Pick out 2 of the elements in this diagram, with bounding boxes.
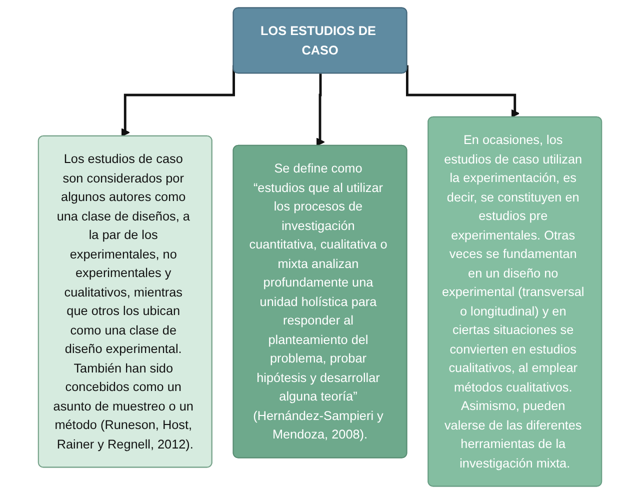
arrow <box>406 65 520 118</box>
arrow <box>316 74 325 146</box>
